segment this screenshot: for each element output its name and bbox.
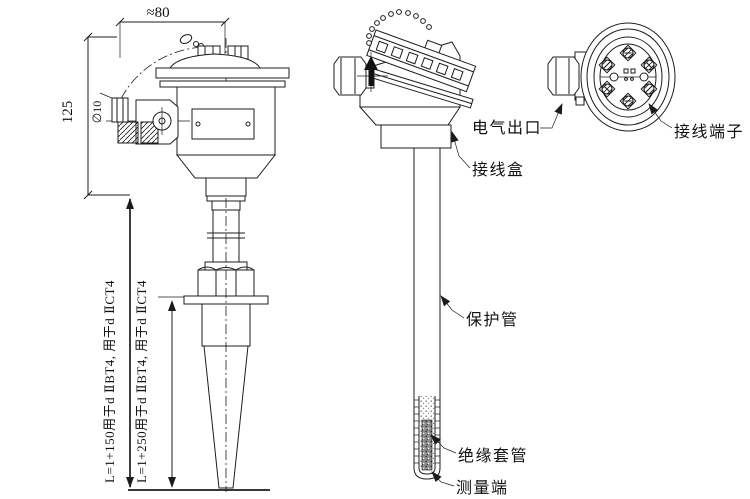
- dimension-height-125: 125: [60, 32, 117, 200]
- leader-measuring-end: [431, 471, 455, 487]
- leader-junction-box: [450, 131, 471, 169]
- dimension-entry-diameter: ∅10: [90, 92, 115, 123]
- label-insulation-sleeve: 绝缘套管: [458, 447, 528, 465]
- neck-taper: [358, 106, 461, 126]
- label-measuring-end: 测量端: [456, 479, 509, 497]
- left-section-view: ≈80 125 ∅10: [60, 5, 290, 492]
- dim-width-label: ≈80: [146, 5, 169, 21]
- label-electrical-outlet: 电气出口: [472, 119, 542, 137]
- insulation-sleeve-section: [414, 396, 440, 475]
- cap-chain: [366, 9, 432, 46]
- head-neck-taper: [175, 154, 277, 179]
- tube-adapter-block: [380, 124, 452, 149]
- callout-labels: 电气出口 接线盒 接线端子 保护管 绝缘套管 测量端: [430, 103, 744, 497]
- head-cap-tilted: [366, 29, 477, 93]
- dim-entry-label: ∅10: [90, 101, 104, 123]
- right-end-view: [547, 22, 676, 132]
- leader-electrical-outlet: [540, 103, 563, 129]
- middle-assembly-view: [333, 9, 477, 480]
- cable-gland-section: [106, 97, 190, 145]
- left-junction-head: [155, 38, 290, 198]
- leader-insulation-sleeve: [430, 434, 457, 454]
- length-dimensioning: L=1+150用于d ⅡBT4, 用于d ⅡCT4 L=1+250用于d ⅡBT…: [88, 194, 270, 491]
- length-note-150: L=1+150用于d ⅡBT4, 用于d ⅡCT4: [102, 280, 117, 483]
- label-terminal-block: 接线端子: [674, 123, 744, 141]
- label-protection-tube: 保护管: [466, 311, 519, 329]
- leader-terminal-block: [648, 103, 673, 129]
- chain-anchor-screw: [357, 52, 388, 92]
- left-wetted-parts: [183, 177, 269, 492]
- dim-height-label: 125: [60, 101, 76, 124]
- terminal-screws: [598, 44, 658, 110]
- entry-hex-fitting: [547, 56, 585, 106]
- length-note-250: L=1+250用于d ⅡBT4, 用于d ⅡCT4: [134, 280, 149, 483]
- dimension-width-80: ≈80: [115, 5, 230, 58]
- measuring-element-core: [421, 419, 433, 471]
- section-ticks: [414, 399, 440, 464]
- label-junction-box: 接线盒: [472, 161, 525, 179]
- nameplate-window: [191, 108, 255, 140]
- leader-protection-tube: [440, 295, 465, 319]
- head-cable-entry-hex: [333, 56, 375, 96]
